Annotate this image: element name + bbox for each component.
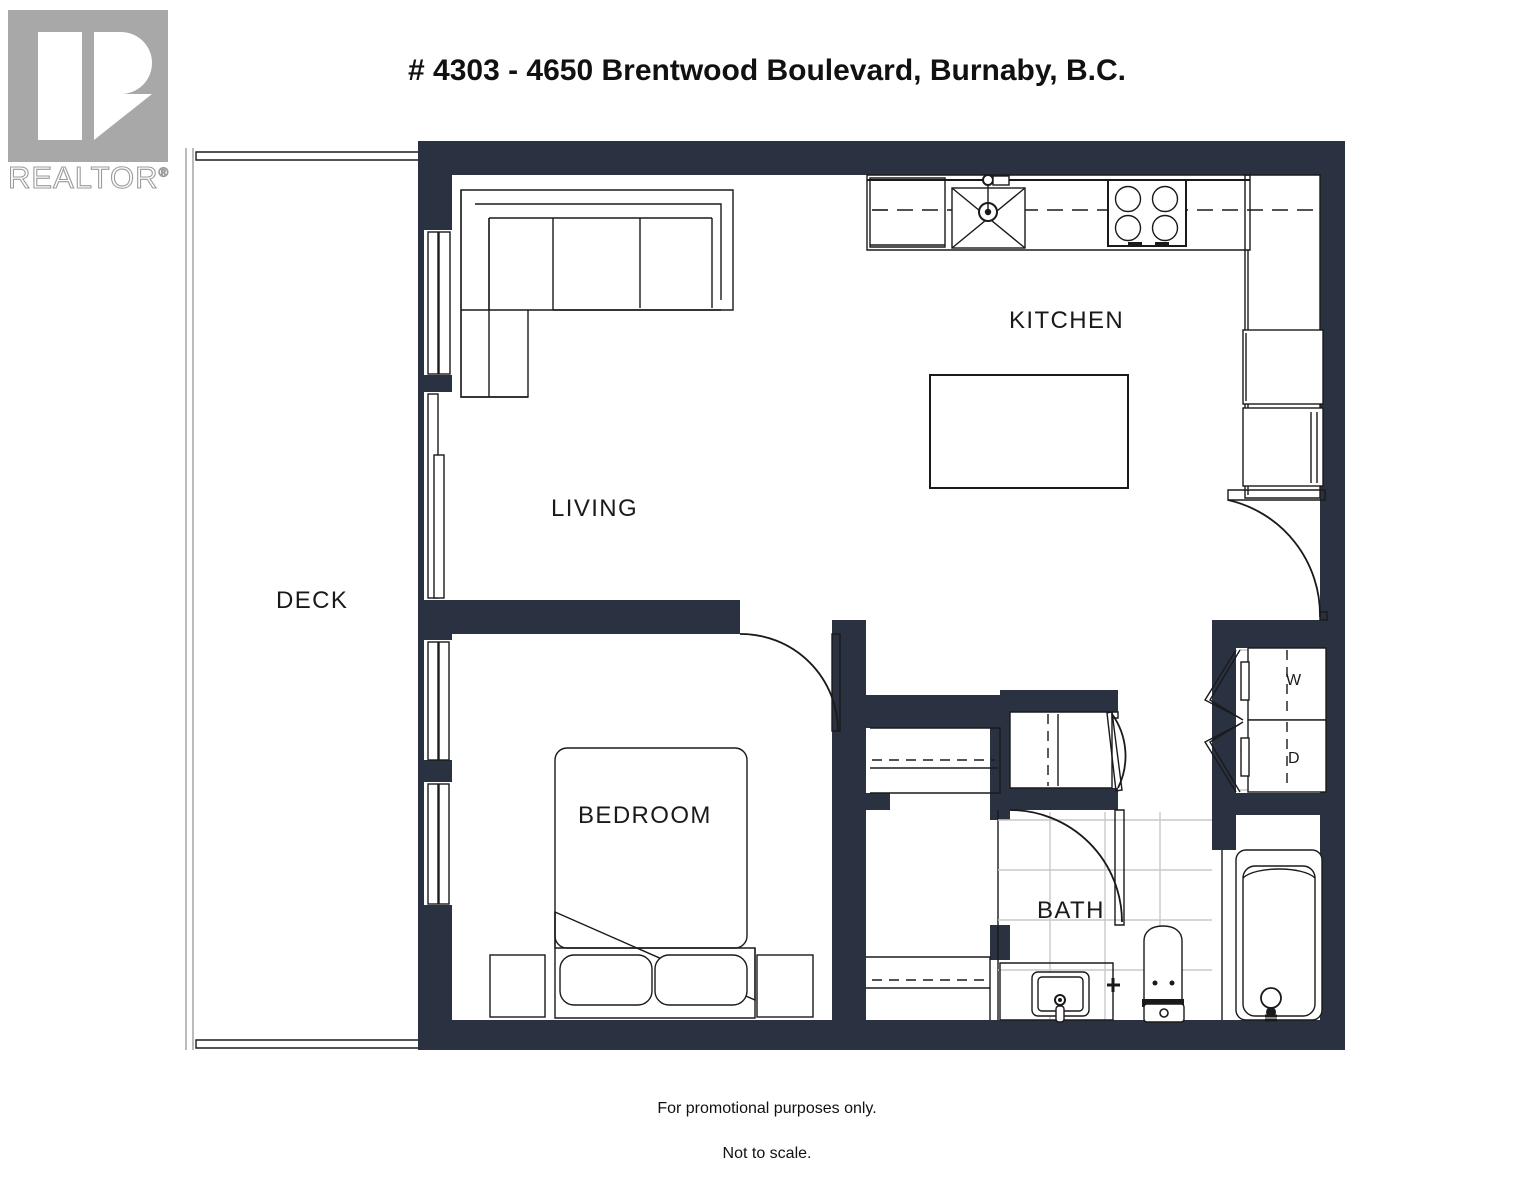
realtor-logo-r-bowl [94, 32, 152, 94]
kitchen-island [929, 374, 1129, 489]
toilet [1142, 925, 1185, 1023]
refrigerator [1227, 329, 1326, 501]
realtor-logo-text: REALTOR® [7, 159, 178, 196]
bed [554, 747, 756, 1019]
realtor-logo-wordmark: REALTOR [7, 159, 159, 195]
living-sliding-door[interactable] [427, 231, 451, 599]
room-label-deck: DECK [276, 587, 349, 614]
realtor-logo-stem-gap [88, 32, 94, 140]
nightstand-left [489, 954, 546, 1018]
bedroom-door[interactable] [739, 633, 841, 732]
room-label-bedroom: BEDROOM [578, 802, 712, 829]
realtor-logo-r-leg [94, 94, 152, 140]
interior-walls [418, 480, 1345, 1020]
registered-trademark-icon: ® [158, 164, 170, 180]
nightstand-right [756, 954, 814, 1018]
washer-dryer-stack [1204, 647, 1327, 793]
entry-closet [1009, 711, 1127, 792]
promotional-disclaimer: For promotional purposes only. [657, 1100, 877, 1117]
kitchen-sink [951, 174, 1026, 249]
realtor-logo: REALTOR® [7, 10, 178, 205]
sectional-sofa [460, 189, 734, 398]
exterior-walls [418, 141, 1345, 1050]
room-label-living: LIVING [551, 495, 639, 522]
page-title: # 4303 - 4650 Brentwood Boulevard, Burna… [408, 54, 1126, 87]
washer-label: W [1286, 672, 1302, 689]
entry-door[interactable] [1227, 499, 1328, 621]
hall-closet [866, 727, 1001, 1020]
bathroom-door[interactable] [1009, 809, 1125, 926]
bathroom-vanity-sink [999, 962, 1120, 1023]
bathtub [1235, 849, 1323, 1022]
dryer-label: D [1288, 750, 1300, 767]
realtor-logo-bar [38, 32, 82, 140]
room-label-bath: BATH [1037, 897, 1105, 924]
bedroom-sliding-door[interactable] [427, 641, 450, 905]
kitchen-cooktop [1107, 179, 1187, 247]
scale-disclaimer: Not to scale. [722, 1145, 812, 1162]
room-label-kitchen: KITCHEN [1009, 307, 1125, 334]
